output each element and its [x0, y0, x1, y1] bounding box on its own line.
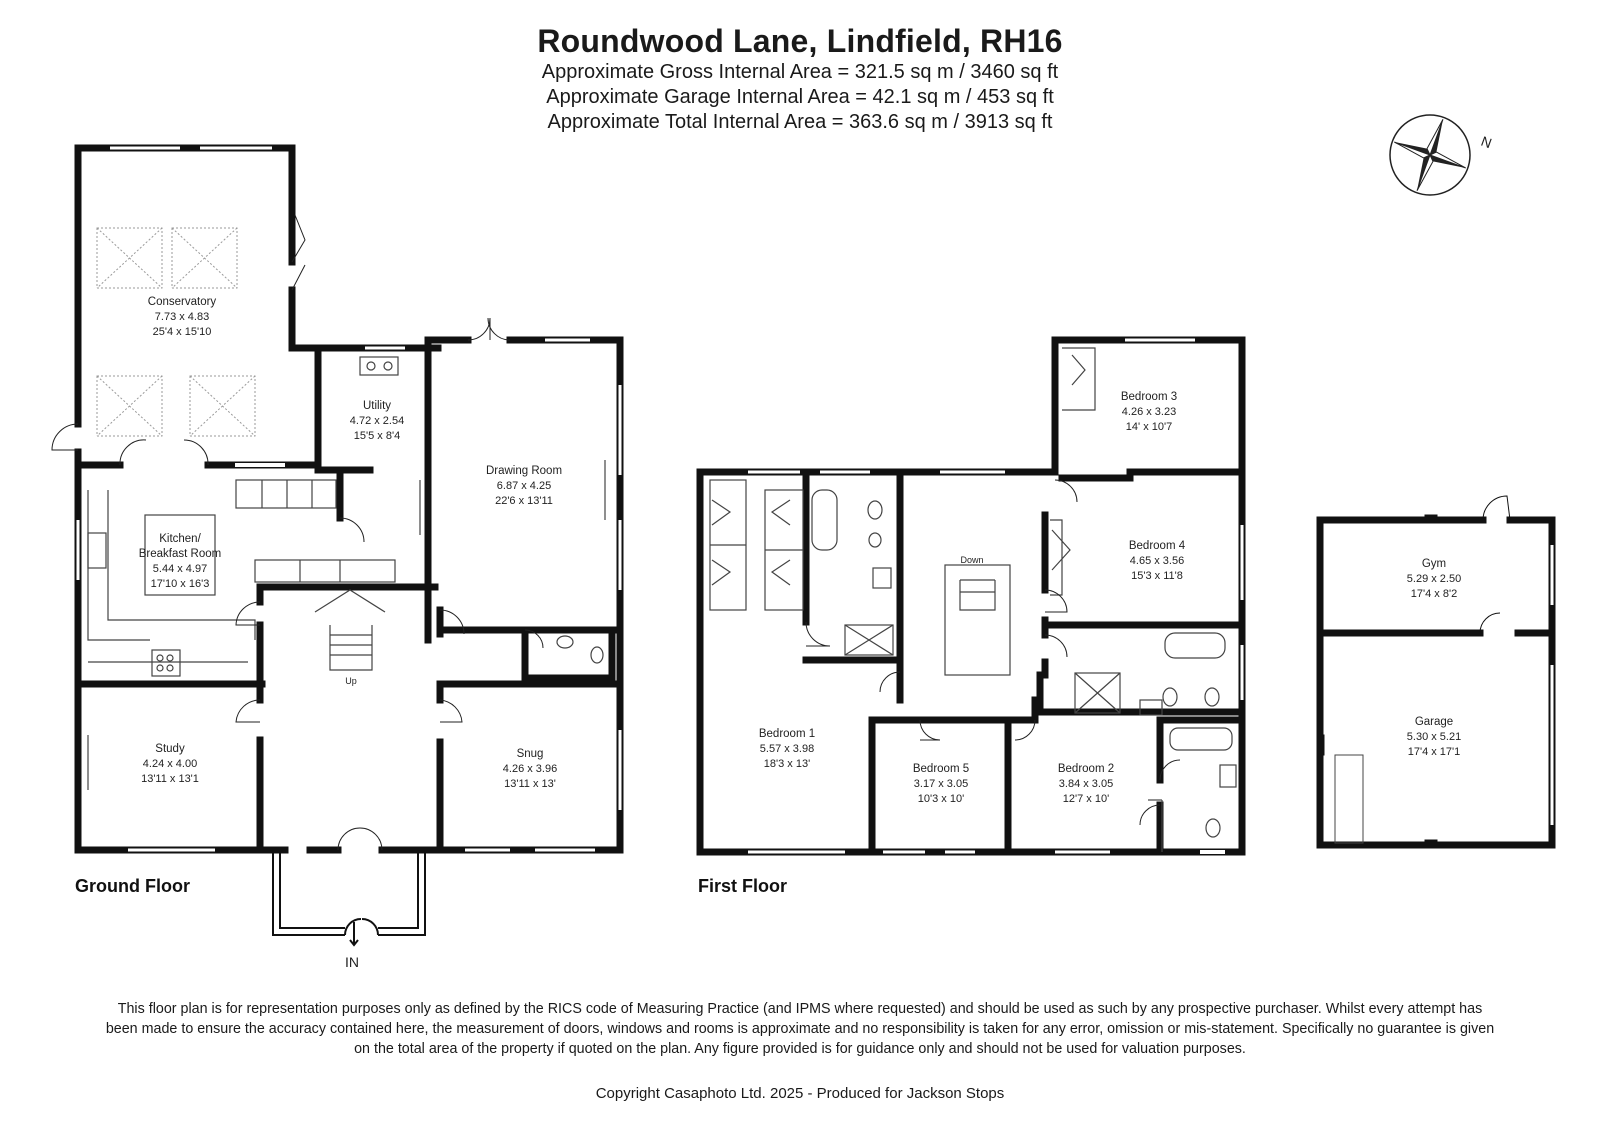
drawing-room-imperial: 22'6 x 13'11	[495, 495, 553, 507]
bedroom3-metric: 4.26 x 3.23	[1122, 406, 1176, 418]
first-floor-windows	[748, 338, 1244, 854]
snug-name: Snug	[517, 748, 544, 760]
study-name: Study	[155, 743, 185, 755]
stairs-up-label: Up	[345, 676, 357, 686]
bedroom2-imperial: 12'7 x 10'	[1063, 793, 1109, 805]
drawing-room-name: Drawing Room	[486, 465, 562, 477]
first-room-labels: Bedroom 1 5.57 x 3.98 18'3 x 13' Bedroom…	[759, 391, 1186, 805]
utility-metric: 4.72 x 2.54	[350, 415, 404, 427]
compass-icon: N	[1389, 114, 1494, 196]
first-doors	[805, 479, 1181, 826]
bedroom4-imperial: 15'3 x 11'8	[1131, 570, 1183, 582]
bedroom2-name: Bedroom 2	[1058, 763, 1114, 775]
snug-imperial: 13'11 x 13'	[504, 778, 556, 790]
bedroom4-name: Bedroom 4	[1129, 540, 1186, 552]
disclaimer: This floor plan is for representation pu…	[105, 1001, 1495, 1057]
header: Roundwood Lane, Lindfield, RH16 Approxim…	[0, 22, 1600, 135]
stairs-down-label: Down	[960, 555, 983, 565]
conservatory-name: Conservatory	[148, 296, 217, 308]
bedroom5-imperial: 10'3 x 10'	[918, 793, 964, 805]
study-metric: 4.24 x 4.00	[143, 758, 197, 770]
porch	[272, 850, 426, 947]
bedroom1-metric: 5.57 x 3.98	[760, 743, 814, 755]
garage-name: Garage	[1415, 716, 1453, 728]
gym-metric: 5.29 x 2.50	[1407, 573, 1461, 585]
conservatory-imperial: 25'4 x 15'10	[153, 326, 212, 338]
bedroom2-metric: 3.84 x 3.05	[1059, 778, 1113, 790]
bedroom1-imperial: 18'3 x 13'	[764, 758, 810, 770]
bedroom3-name: Bedroom 3	[1121, 391, 1177, 403]
study-imperial: 13'11 x 13'1	[141, 773, 199, 785]
garage-imperial: 17'4 x 17'1	[1408, 746, 1461, 758]
compass-north-label: N	[1479, 133, 1494, 151]
ground-floor-label: Ground Floor	[75, 876, 190, 896]
kitchen-name-2: Breakfast Room	[139, 548, 221, 560]
ground-room-labels: Conservatory 7.73 x 4.83 25'4 x 15'10 Ut…	[139, 296, 562, 970]
entrance-label: IN	[345, 954, 359, 970]
drawing-room-metric: 6.87 x 4.25	[497, 480, 551, 492]
page-title: Roundwood Lane, Lindfield, RH16	[537, 23, 1063, 59]
garage-metric: 5.30 x 5.21	[1407, 731, 1461, 743]
gym-name: Gym	[1422, 558, 1446, 570]
first-floor-label: First Floor	[698, 876, 787, 896]
garage-area: Approximate Garage Internal Area = 42.1 …	[546, 86, 1054, 108]
ground-floor-windows	[76, 146, 622, 852]
bedroom3-imperial: 14' x 10'7	[1126, 421, 1172, 433]
kitchen-imperial: 17'10 x 16'3	[151, 578, 210, 590]
ground-fixtures	[87, 356, 606, 790]
ground-doors	[51, 214, 544, 851]
utility-name: Utility	[363, 400, 391, 412]
kitchen-metric: 5.44 x 4.97	[153, 563, 207, 575]
conservatory-metric: 7.73 x 4.83	[155, 311, 209, 323]
gross-area: Approximate Gross Internal Area = 321.5 …	[541, 61, 1059, 83]
bedroom5-metric: 3.17 x 3.05	[914, 778, 968, 790]
copyright: Copyright Casaphoto Ltd. 2025 - Produced…	[595, 1085, 1005, 1102]
skylights	[96, 227, 256, 437]
bedroom1-name: Bedroom 1	[759, 728, 815, 740]
gym-imperial: 17'4 x 8'2	[1411, 588, 1457, 600]
snug-metric: 4.26 x 3.96	[503, 763, 557, 775]
bedroom4-metric: 4.65 x 3.56	[1130, 555, 1184, 567]
bedroom5-name: Bedroom 5	[913, 763, 969, 775]
garage-labels: Gym 5.29 x 2.50 17'4 x 8'2 Garage 5.30 x…	[1407, 558, 1461, 758]
kitchen-name-1: Kitchen/	[159, 533, 201, 545]
first-fixtures	[709, 347, 1237, 852]
total-area: Approximate Total Internal Area = 363.6 …	[547, 111, 1053, 133]
utility-imperial: 15'5 x 8'4	[354, 430, 400, 442]
